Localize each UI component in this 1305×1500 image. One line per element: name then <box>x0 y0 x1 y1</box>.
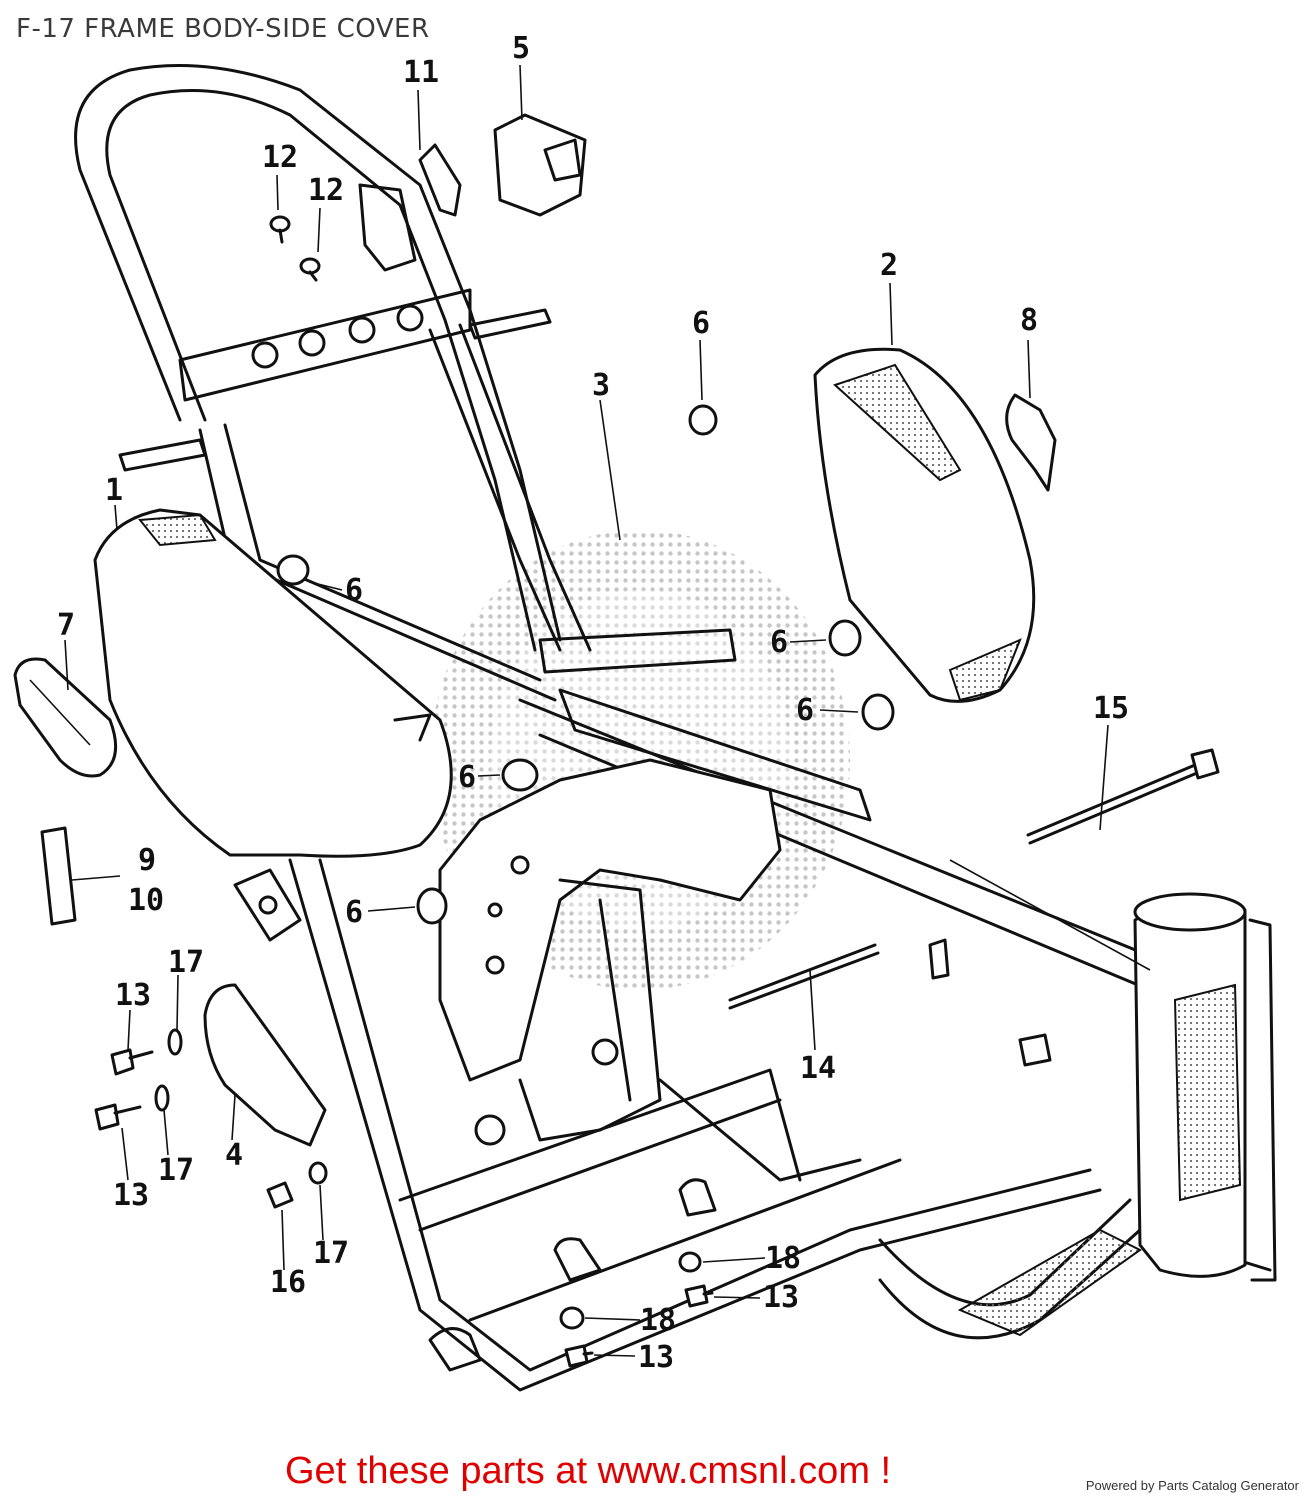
right-body-side-cover <box>813 347 1036 703</box>
washers-18 <box>559 1251 702 1330</box>
callout-18a: 18 <box>765 1241 801 1276</box>
leader-lines <box>64 64 1151 1357</box>
callout-13c: 13 <box>763 1280 799 1315</box>
callout-6d: 6 <box>796 693 814 728</box>
bracket-part-4 <box>203 983 327 1147</box>
callout-11: 11 <box>403 55 439 90</box>
callout-10: 10 <box>128 883 164 918</box>
callout-6c: 6 <box>770 625 788 660</box>
callout-5: 5 <box>512 31 530 66</box>
bolt-part-15 <box>1026 748 1220 845</box>
screw-12b <box>299 257 321 282</box>
headstock <box>1133 892 1277 1282</box>
callout-labels: 1 2 3 4 5 6 6 6 6 6 6 7 8 9 10 11 12 12 … <box>57 31 1129 1375</box>
callout-17c: 17 <box>313 1236 349 1271</box>
callout-16: 16 <box>270 1265 306 1300</box>
callout-6b: 6 <box>692 306 710 341</box>
callout-7: 7 <box>57 608 75 643</box>
frame-main <box>74 64 1272 1392</box>
bolts-13 <box>94 1048 714 1368</box>
callout-17b: 17 <box>158 1153 194 1188</box>
callout-6a: 6 <box>345 573 363 608</box>
left-body-side-cover <box>93 508 453 858</box>
callout-6f: 6 <box>345 895 363 930</box>
bolt-part-14 <box>728 943 880 1010</box>
emblem-part-8 <box>1005 393 1057 492</box>
powered-by-text: Powered by Parts Catalog Generator <box>1085 1478 1299 1493</box>
strip-part-11 <box>418 143 462 217</box>
callout-8: 8 <box>1020 303 1038 338</box>
cta-link[interactable]: Get these parts at www.cmsnl.com ! <box>285 1450 892 1492</box>
callout-13a: 13 <box>115 978 151 1013</box>
clip-part-5 <box>493 113 587 217</box>
callout-13b: 13 <box>113 1178 149 1213</box>
callout-4: 4 <box>225 1138 243 1173</box>
callout-3: 3 <box>592 368 610 403</box>
callout-14: 14 <box>800 1051 836 1086</box>
emblem-part-7 <box>13 657 118 778</box>
callout-1: 1 <box>105 473 123 508</box>
callout-18b: 18 <box>640 1303 676 1338</box>
callout-2: 2 <box>880 248 898 283</box>
callout-12a: 12 <box>262 140 298 175</box>
nut-part-16 <box>266 1181 294 1209</box>
page-title: F-17 FRAME BODY-SIDE COVER <box>16 14 430 44</box>
callout-9: 9 <box>138 843 156 878</box>
screw-12a <box>269 215 291 244</box>
callout-13d: 13 <box>638 1340 674 1375</box>
callout-6e: 6 <box>458 760 476 795</box>
callout-12b: 12 <box>308 173 344 208</box>
grommets-6 <box>276 404 895 925</box>
tape-part-9-10 <box>40 826 77 926</box>
callout-15: 15 <box>1093 691 1129 726</box>
washers-17 <box>154 1028 328 1185</box>
callout-17a: 17 <box>168 945 204 980</box>
